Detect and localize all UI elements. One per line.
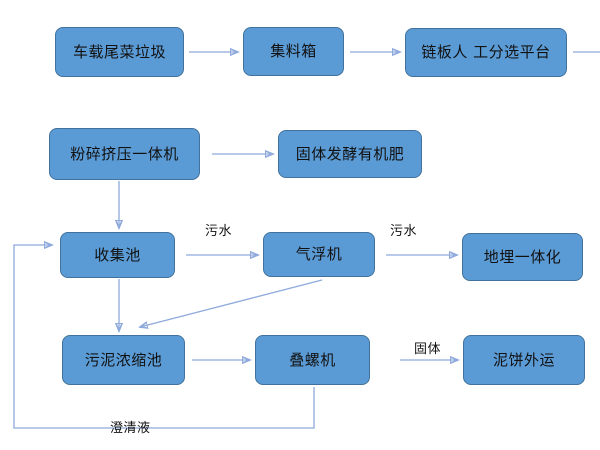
node-label: 叠螺机 bbox=[289, 350, 336, 369]
node-collection-bin[interactable]: 集料箱 bbox=[243, 27, 344, 76]
node-label: 气浮机 bbox=[295, 245, 343, 264]
node-solid-fermentation-organic-fertilizer[interactable]: 固体发酵有机肥 bbox=[278, 130, 422, 178]
edge-label-wastewater-2: 污水 bbox=[390, 224, 418, 239]
node-label: 粉碎挤压一体机 bbox=[70, 144, 179, 163]
node-buried-integrated-treatment[interactable]: 地埋一体化 bbox=[462, 233, 583, 281]
node-label: 污泥浓缩池 bbox=[84, 350, 163, 369]
node-mud-cake-transport-out[interactable]: 泥饼外运 bbox=[463, 335, 585, 385]
node-air-flotation-machine[interactable]: 气浮机 bbox=[263, 232, 375, 277]
node-collection-tank[interactable]: 收集池 bbox=[60, 232, 175, 278]
edge-label-solids: 固体 bbox=[414, 342, 442, 357]
node-label: 固体发酵有机肥 bbox=[295, 144, 405, 163]
node-label: 地埋一体化 bbox=[483, 247, 562, 266]
node-crushing-extrusion-machine[interactable]: 粉碎挤压一体机 bbox=[49, 128, 200, 180]
node-label: 车载尾菜垃圾 bbox=[72, 42, 166, 61]
edge-label-wastewater-1: 污水 bbox=[205, 224, 233, 239]
node-label: 链板人 工分选平台 bbox=[421, 43, 551, 62]
node-label: 集料箱 bbox=[270, 42, 317, 61]
node-vehicle-vegetable-waste[interactable]: 车载尾菜垃圾 bbox=[55, 27, 184, 77]
node-sludge-thickening-tank[interactable]: 污泥浓缩池 bbox=[62, 335, 185, 385]
edge-label-clarified-liquid: 澄清液 bbox=[110, 421, 151, 436]
node-stacked-screw-press[interactable]: 叠螺机 bbox=[255, 335, 370, 385]
node-chain-plate-manual-sorting-platform[interactable]: 链板人 工分选平台 bbox=[405, 28, 567, 77]
arrow-n7-to-n9-diagonal bbox=[140, 279, 323, 327]
node-label: 收集池 bbox=[94, 245, 141, 264]
node-label: 泥饼外运 bbox=[492, 350, 555, 369]
